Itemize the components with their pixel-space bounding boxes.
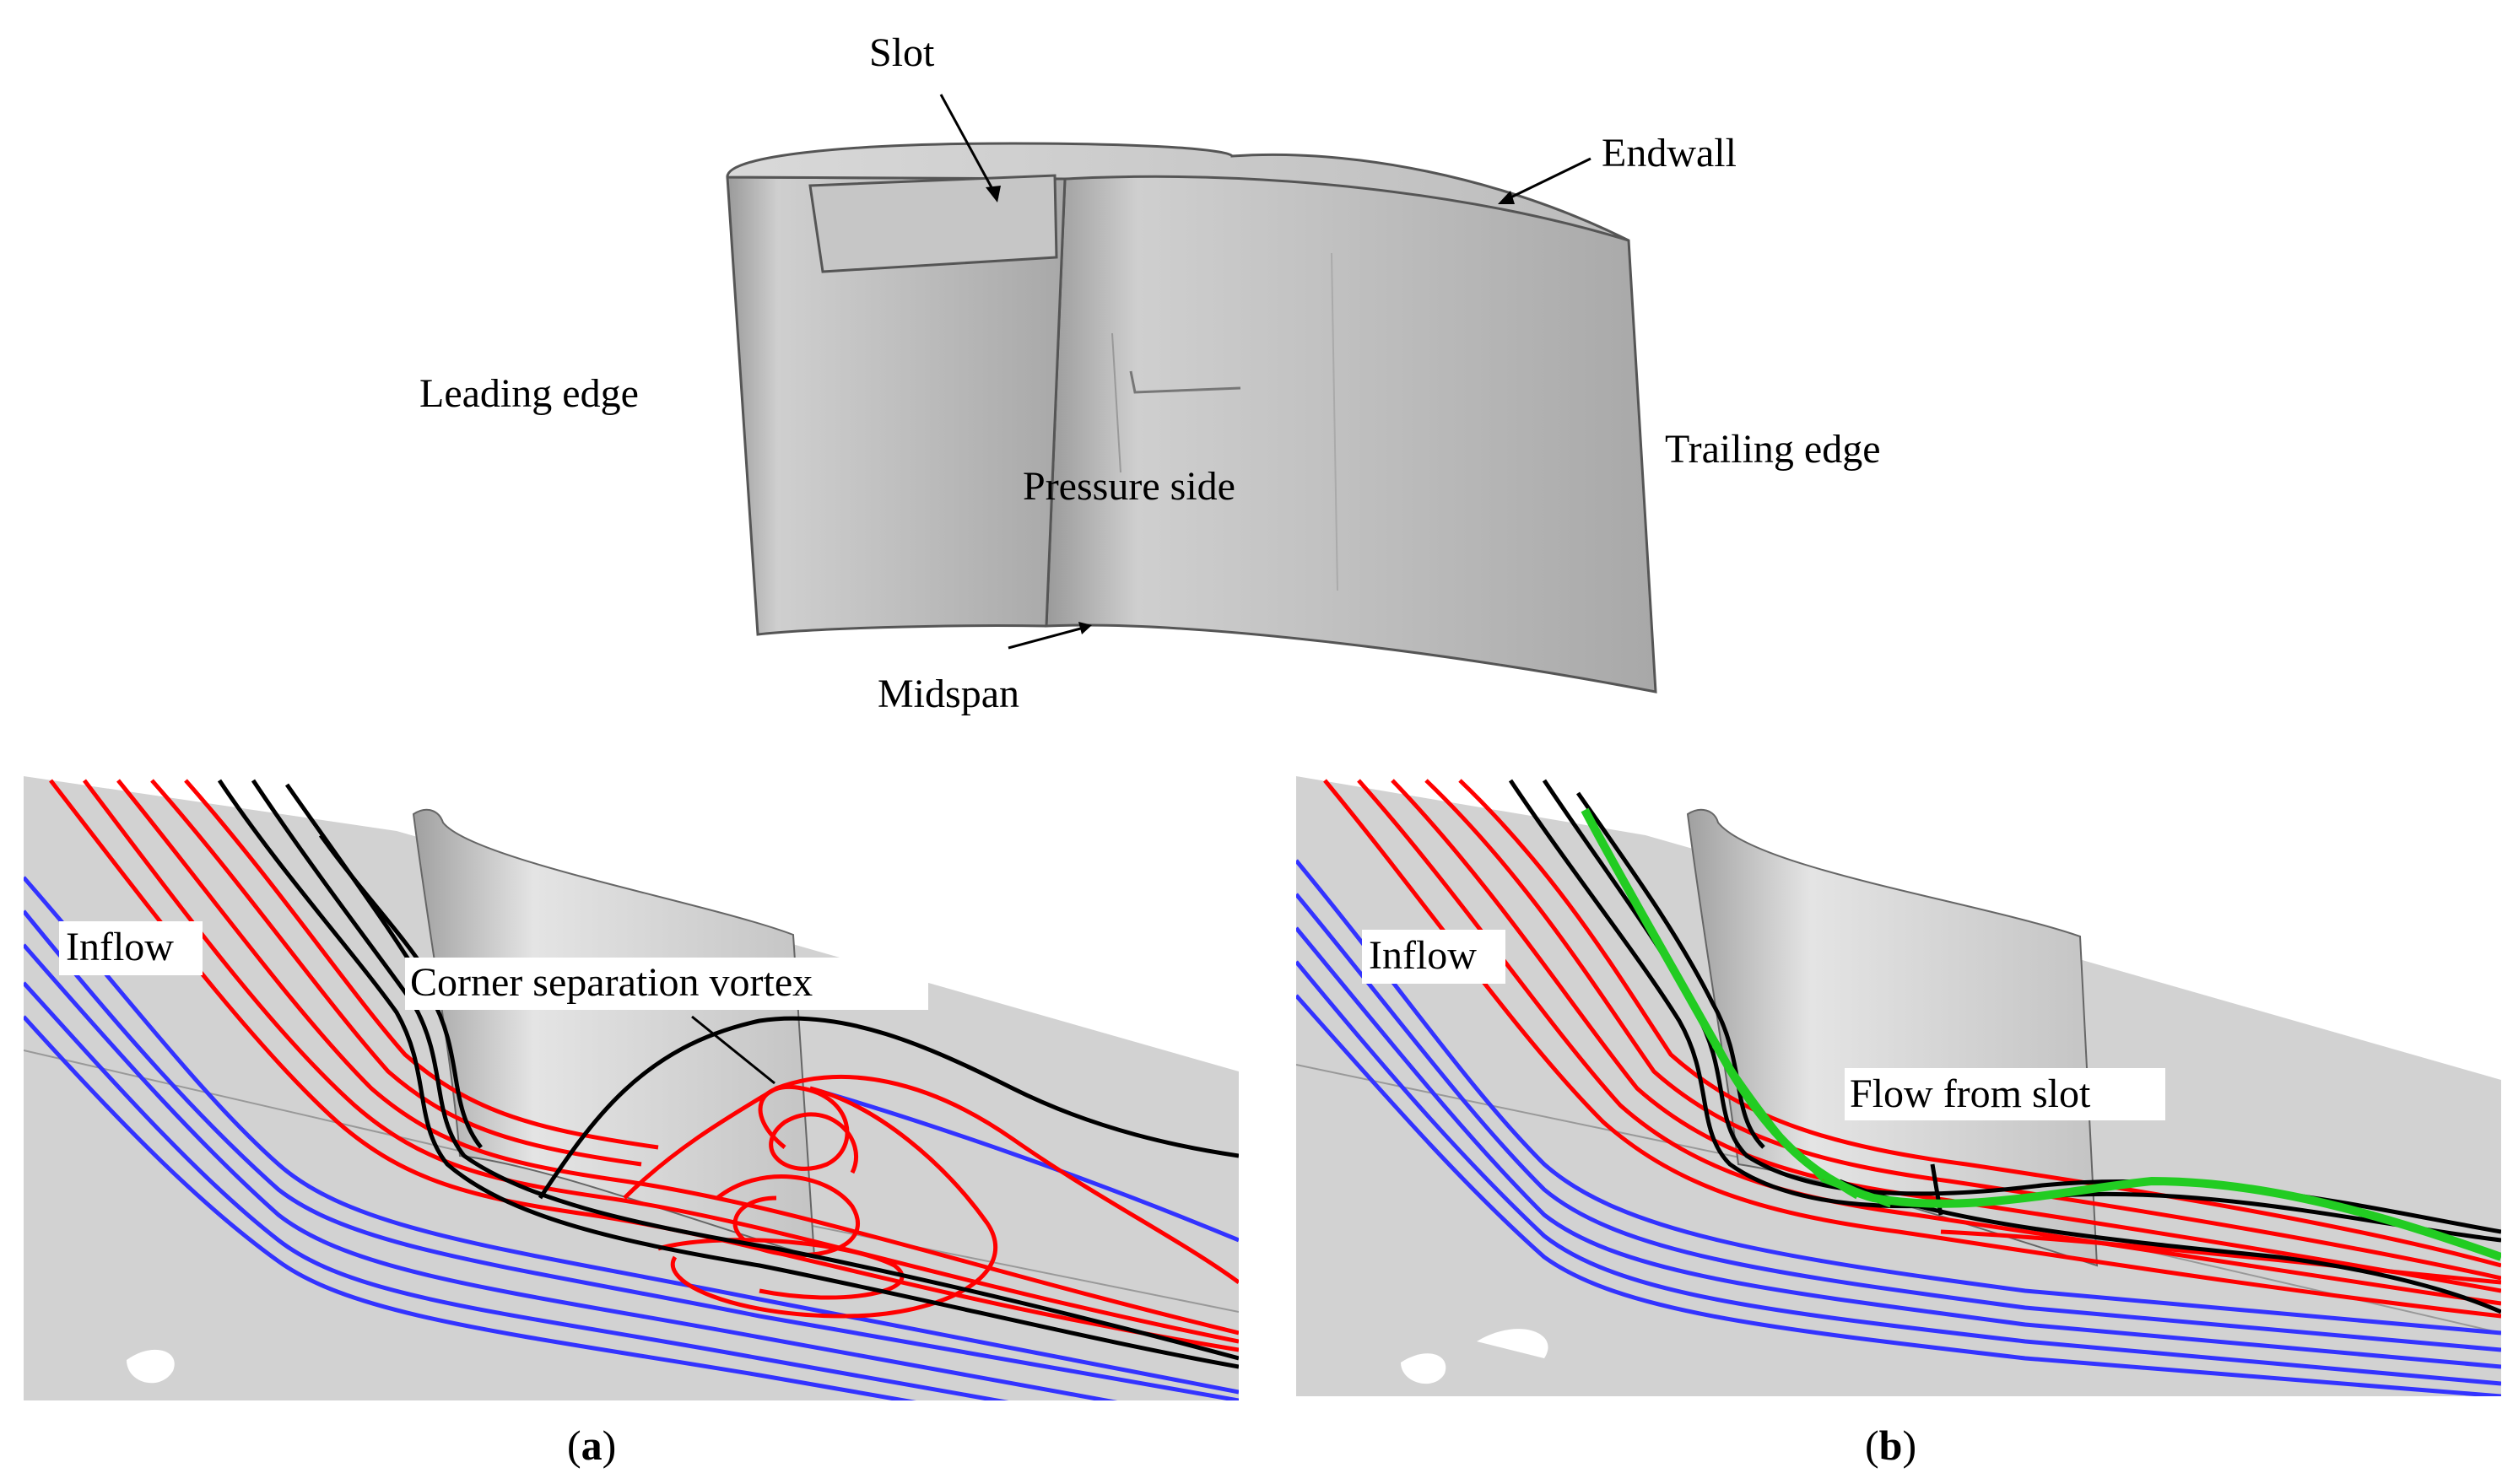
label-leading-edge: Leading edge — [419, 371, 639, 416]
caption-a: (a) — [567, 1422, 616, 1469]
blade-endwall-top — [726, 142, 1629, 242]
label-slot: Slot — [869, 30, 935, 75]
label-pressure-side: Pressure side — [1023, 464, 1235, 509]
slot-cut — [808, 174, 1058, 273]
label-midspan: Midspan — [878, 672, 1019, 716]
panel-b: Inflow Flow from slot — [1296, 772, 2501, 1396]
panel-b-slot-flow-label: Flow from slot — [1850, 1071, 2091, 1116]
blade-pressure-side — [1045, 167, 1657, 693]
blade-3d-view: Slot Endwall Leading edge Trailing edge … — [419, 30, 1881, 716]
panel-a: Inflow Corner separation vortex — [24, 772, 1239, 1400]
panel-a-vortex-label: Corner separation vortex — [410, 960, 813, 1005]
blade-leading-portion — [726, 175, 1067, 636]
label-trailing-edge: Trailing edge — [1665, 427, 1881, 472]
panel-b-inflow-label: Inflow — [1369, 933, 1477, 978]
caption-b: (b) — [1865, 1422, 1916, 1469]
panel-a-inflow-label: Inflow — [66, 925, 174, 969]
label-endwall: Endwall — [1602, 131, 1737, 175]
